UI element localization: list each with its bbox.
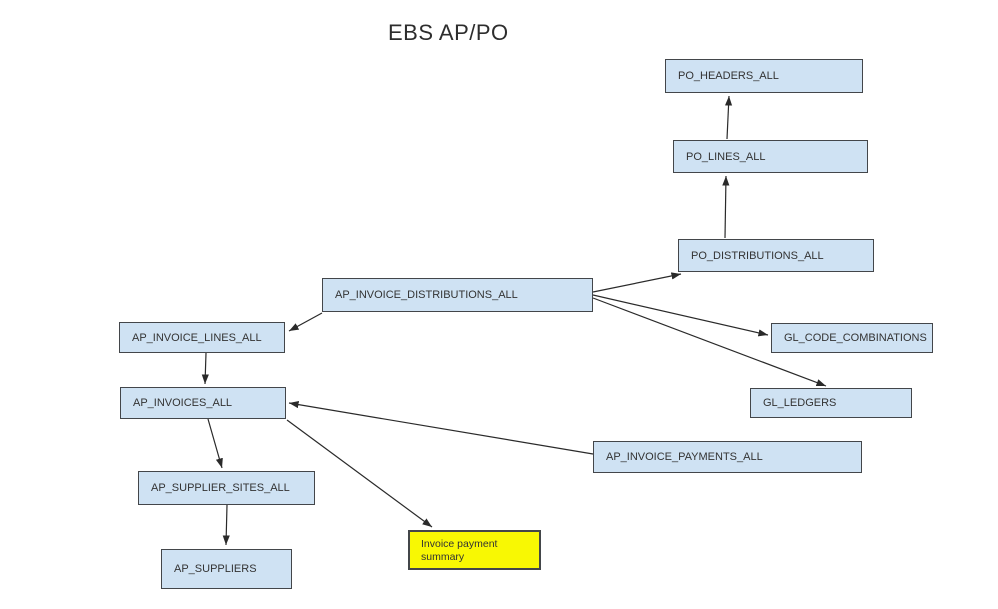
edge-ap-invoices-all-to-ap-supplier-sites-all (207, 418, 223, 469)
edge-ap-supplier-sites-all-to-ap-suppliers (222, 504, 230, 546)
node-label: AP_INVOICE_LINES_ALL (132, 331, 262, 344)
node-gl-code-combinations[interactable]: GL_CODE_COMBINATIONS (771, 323, 933, 353)
node-label: PO_DISTRIBUTIONS_ALL (691, 249, 824, 262)
edge-ap-invoice-lines-all-to-ap-invoices-all (201, 352, 209, 385)
node-label: AP_SUPPLIERS (174, 563, 257, 575)
edge-ap-invoice-payments-all-to-ap-invoices-all (288, 401, 594, 455)
edge-po-distributions-all-to-po-lines-all (722, 175, 730, 239)
node-label: PO_HEADERS_ALL (678, 70, 779, 82)
node-label: GL_CODE_COMBINATIONS (784, 332, 927, 344)
node-ap-invoices-all[interactable]: AP_INVOICES_ALL (120, 387, 286, 419)
node-ap-invoice-lines-all[interactable]: AP_INVOICE_LINES_ALL (119, 322, 285, 353)
node-ap-invoice-payments-all[interactable]: AP_INVOICE_PAYMENTS_ALL (593, 441, 862, 473)
node-ap-supplier-sites-all[interactable]: AP_SUPPLIER_SITES_ALL (138, 471, 315, 505)
node-label: AP_INVOICE_PAYMENTS_ALL (606, 451, 763, 463)
node-po-lines-all[interactable]: PO_LINES_ALL (673, 140, 868, 173)
node-po-distributions-all[interactable]: PO_DISTRIBUTIONS_ALL (678, 239, 874, 272)
node-invoice-payment-summary[interactable]: Invoice payment summary (408, 530, 541, 570)
node-label: AP_SUPPLIER_SITES_ALL (151, 482, 290, 494)
edge-po-lines-all-to-po-headers-all (724, 95, 733, 140)
node-po-headers-all[interactable]: PO_HEADERS_ALL (665, 59, 863, 93)
node-label: AP_INVOICES_ALL (133, 397, 233, 409)
node-label: AP_INVOICE_DISTRIBUTIONS_ALL (335, 289, 518, 301)
edge-ap-invoice-distributions-all-to-gl-code-combinations (592, 294, 769, 337)
edge-ap-invoice-distributions-all-to-ap-invoice-lines-all (288, 312, 323, 332)
node-gl-ledgers[interactable]: GL_LEDGERS (750, 388, 912, 418)
edge-ap-invoice-distributions-all-to-po-distributions-all (592, 272, 682, 293)
node-label: PO_LINES_ALL (686, 150, 766, 163)
node-ap-invoice-distributions-all[interactable]: AP_INVOICE_DISTRIBUTIONS_ALL (322, 278, 593, 312)
node-label: GL_LEDGERS (763, 397, 837, 409)
diagram-title: EBS AP/PO (388, 20, 509, 45)
node-ap-suppliers[interactable]: AP_SUPPLIERS (161, 549, 292, 589)
node-label: Invoice payment summary (421, 538, 498, 564)
